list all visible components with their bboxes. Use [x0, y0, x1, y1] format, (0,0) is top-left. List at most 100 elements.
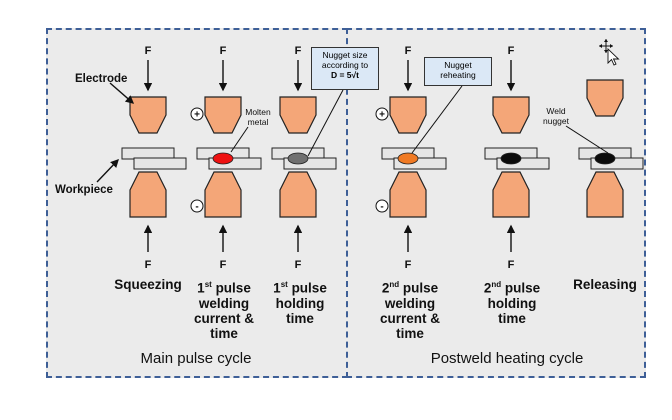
- stage-label-first-pulse-welding-head: pulse: [211, 280, 251, 296]
- nugget-size-callout-line-1: Nugget size: [322, 50, 368, 60]
- nugget-size-callout-line-2: according to: [321, 60, 369, 70]
- force-label-top-squeezing: F: [145, 45, 152, 57]
- molten-metal-label-line-1: Molten: [245, 107, 271, 117]
- workpiece-label: Workpiece: [55, 184, 113, 196]
- workpiece-first-pulse-holding-lower: [283, 157, 337, 170]
- stage-label-second-pulse-holding-line-2: time: [498, 310, 526, 326]
- top-electrode-squeezing: [129, 96, 167, 134]
- force-label-top-second-pulse-holding: F: [508, 45, 515, 57]
- nugget-size-callout: Nugget size according to D = 5√t: [311, 47, 379, 90]
- bottom-electrode-squeezing: [129, 171, 167, 218]
- force-label-top-first-pulse-holding: F: [295, 45, 302, 57]
- force-label-bottom-first-pulse-welding: F: [220, 259, 227, 271]
- workpiece-squeezing-upper: [121, 147, 175, 160]
- positive-sign-second-pulse-welding-text: +: [379, 110, 385, 121]
- force-label-bottom-second-pulse-welding: F: [405, 259, 412, 271]
- negative-sign-first-pulse-welding-circle: [190, 199, 204, 213]
- molten-metal-label: Molten metal: [238, 107, 278, 127]
- stage-label-first-pulse-holding-line-2: time: [286, 310, 314, 326]
- positive-sign-second-pulse-welding-circle: [375, 107, 389, 121]
- force-label-top-second-pulse-welding: F: [405, 45, 412, 57]
- weld-nugget-second-pulse-welding: [397, 152, 419, 165]
- main-pulse-cycle-title: Main pulse cycle: [140, 350, 252, 367]
- move-cursor-icon: [599, 39, 620, 66]
- stage-label-first-pulse-holding: 1st pulse holding time: [258, 277, 342, 326]
- stage-label-first-pulse-welding: 1st pulse welding current & time: [181, 277, 267, 341]
- molten-metal-leader-line: [230, 126, 249, 153]
- stage-label-first-pulse-welding-heading: 1st pulse: [181, 277, 267, 296]
- stage-label-second-pulse-welding-heading: 2nd pulse: [366, 277, 454, 296]
- negative-sign-second-pulse-welding-text: -: [380, 202, 383, 213]
- top-electrode-first-pulse-holding: [279, 96, 317, 134]
- positive-sign-first-pulse-welding-circle: [190, 107, 204, 121]
- workpiece-leader-line: [96, 158, 119, 183]
- nugget-reheating-callout-line-1: Nugget: [444, 60, 472, 70]
- workpiece-squeezing-lower: [133, 157, 187, 170]
- weld-nugget-first-pulse-holding: [287, 152, 309, 165]
- positive-sign-first-pulse-welding-text: +: [194, 110, 200, 121]
- top-electrode-second-pulse-holding: [492, 96, 530, 134]
- stage-label-second-pulse-welding-suffix: nd: [389, 280, 400, 289]
- top-electrode-releasing: [586, 79, 624, 117]
- stage-label-first-pulse-holding-heading: 1st pulse: [258, 277, 342, 296]
- nugget-size-leader-line: [307, 89, 344, 157]
- weld-nugget-label: Weld nugget: [534, 106, 578, 126]
- weld-nugget-releasing: [594, 152, 616, 165]
- stage-label-releasing-text: Releasing: [573, 277, 637, 292]
- top-electrode-second-pulse-welding: [389, 96, 427, 134]
- stage-label-squeezing: Squeezing: [108, 277, 188, 292]
- stage-label-second-pulse-welding-line-3: time: [396, 325, 424, 341]
- workpiece-releasing-lower: [590, 157, 644, 170]
- stage-label-second-pulse-welding-line-2: current &: [379, 310, 440, 326]
- stage-label-first-pulse-holding-suffix: st: [280, 280, 288, 289]
- stage-label-second-pulse-welding: 2nd pulse welding current & time: [366, 277, 454, 341]
- stage-label-second-pulse-holding-heading: 2nd pulse: [468, 277, 556, 296]
- bottom-electrode-second-pulse-welding: [389, 171, 427, 218]
- stage-label-second-pulse-welding-ordinal: 2: [381, 280, 390, 296]
- nugget-reheating-callout: Nugget reheating: [424, 57, 492, 86]
- stage-label-second-pulse-holding-head: pulse: [501, 280, 541, 296]
- stage-label-first-pulse-welding-line-3: time: [210, 325, 238, 341]
- negative-sign-first-pulse-welding-text: -: [195, 202, 198, 213]
- stage-label-first-pulse-welding-line-2: current &: [193, 310, 254, 326]
- stage-label-first-pulse-holding-line-1: holding: [275, 295, 325, 311]
- stage-label-first-pulse-welding-ordinal: 1: [197, 280, 205, 296]
- bottom-electrode-first-pulse-holding: [279, 171, 317, 218]
- stage-label-second-pulse-holding-ordinal: 2: [483, 280, 492, 296]
- bottom-electrode-releasing: [586, 171, 624, 218]
- stage-label-first-pulse-holding-ordinal: 1: [273, 280, 281, 296]
- bottom-electrode-first-pulse-welding: [204, 171, 242, 218]
- top-electrode-first-pulse-welding: [204, 96, 242, 134]
- force-label-bottom-first-pulse-holding: F: [295, 259, 302, 271]
- electrode-label: Electrode: [75, 73, 128, 85]
- stage-label-second-pulse-holding: 2nd pulse holding time: [468, 277, 556, 326]
- stage-label-squeezing-text: Squeezing: [114, 277, 182, 292]
- stage-label-first-pulse-holding-head: pulse: [287, 280, 327, 296]
- weld-nugget-second-pulse-holding: [500, 152, 522, 165]
- nugget-size-callout-formula: D = 5√t: [330, 70, 360, 80]
- weld-nugget-label-line-1: Weld: [546, 106, 566, 116]
- molten-metal-label-line-2: metal: [247, 117, 269, 127]
- electrode-leader-line: [109, 82, 135, 104]
- nugget-reheat-leader-line: [411, 85, 463, 154]
- stage-label-second-pulse-holding-suffix: nd: [491, 280, 502, 289]
- workpiece-second-pulse-welding-lower: [393, 157, 447, 170]
- nugget-reheating-callout-line-2: reheating: [440, 70, 476, 80]
- bottom-electrode-second-pulse-holding: [492, 171, 530, 218]
- force-label-bottom-squeezing: F: [145, 259, 152, 271]
- force-label-bottom-second-pulse-holding: F: [508, 259, 515, 271]
- negative-sign-second-pulse-welding-circle: [375, 199, 389, 213]
- weld-nugget-label-line-2: nugget: [543, 116, 569, 126]
- workpiece-second-pulse-holding-lower: [496, 157, 550, 170]
- stage-label-second-pulse-welding-line-1: welding: [384, 295, 436, 311]
- stage-label-second-pulse-welding-head: pulse: [399, 280, 439, 296]
- stage-label-releasing: Releasing: [565, 277, 645, 292]
- stage-label-first-pulse-welding-suffix: st: [204, 280, 212, 289]
- workpiece-first-pulse-welding-lower: [208, 157, 262, 170]
- weld-nugget-first-pulse-welding: [212, 152, 234, 165]
- postweld-heating-cycle-title: Postweld heating cycle: [430, 350, 584, 367]
- weld-nugget-leader-line: [565, 125, 609, 154]
- stage-label-second-pulse-holding-line-1: holding: [487, 295, 537, 311]
- force-label-top-first-pulse-welding: F: [220, 45, 227, 57]
